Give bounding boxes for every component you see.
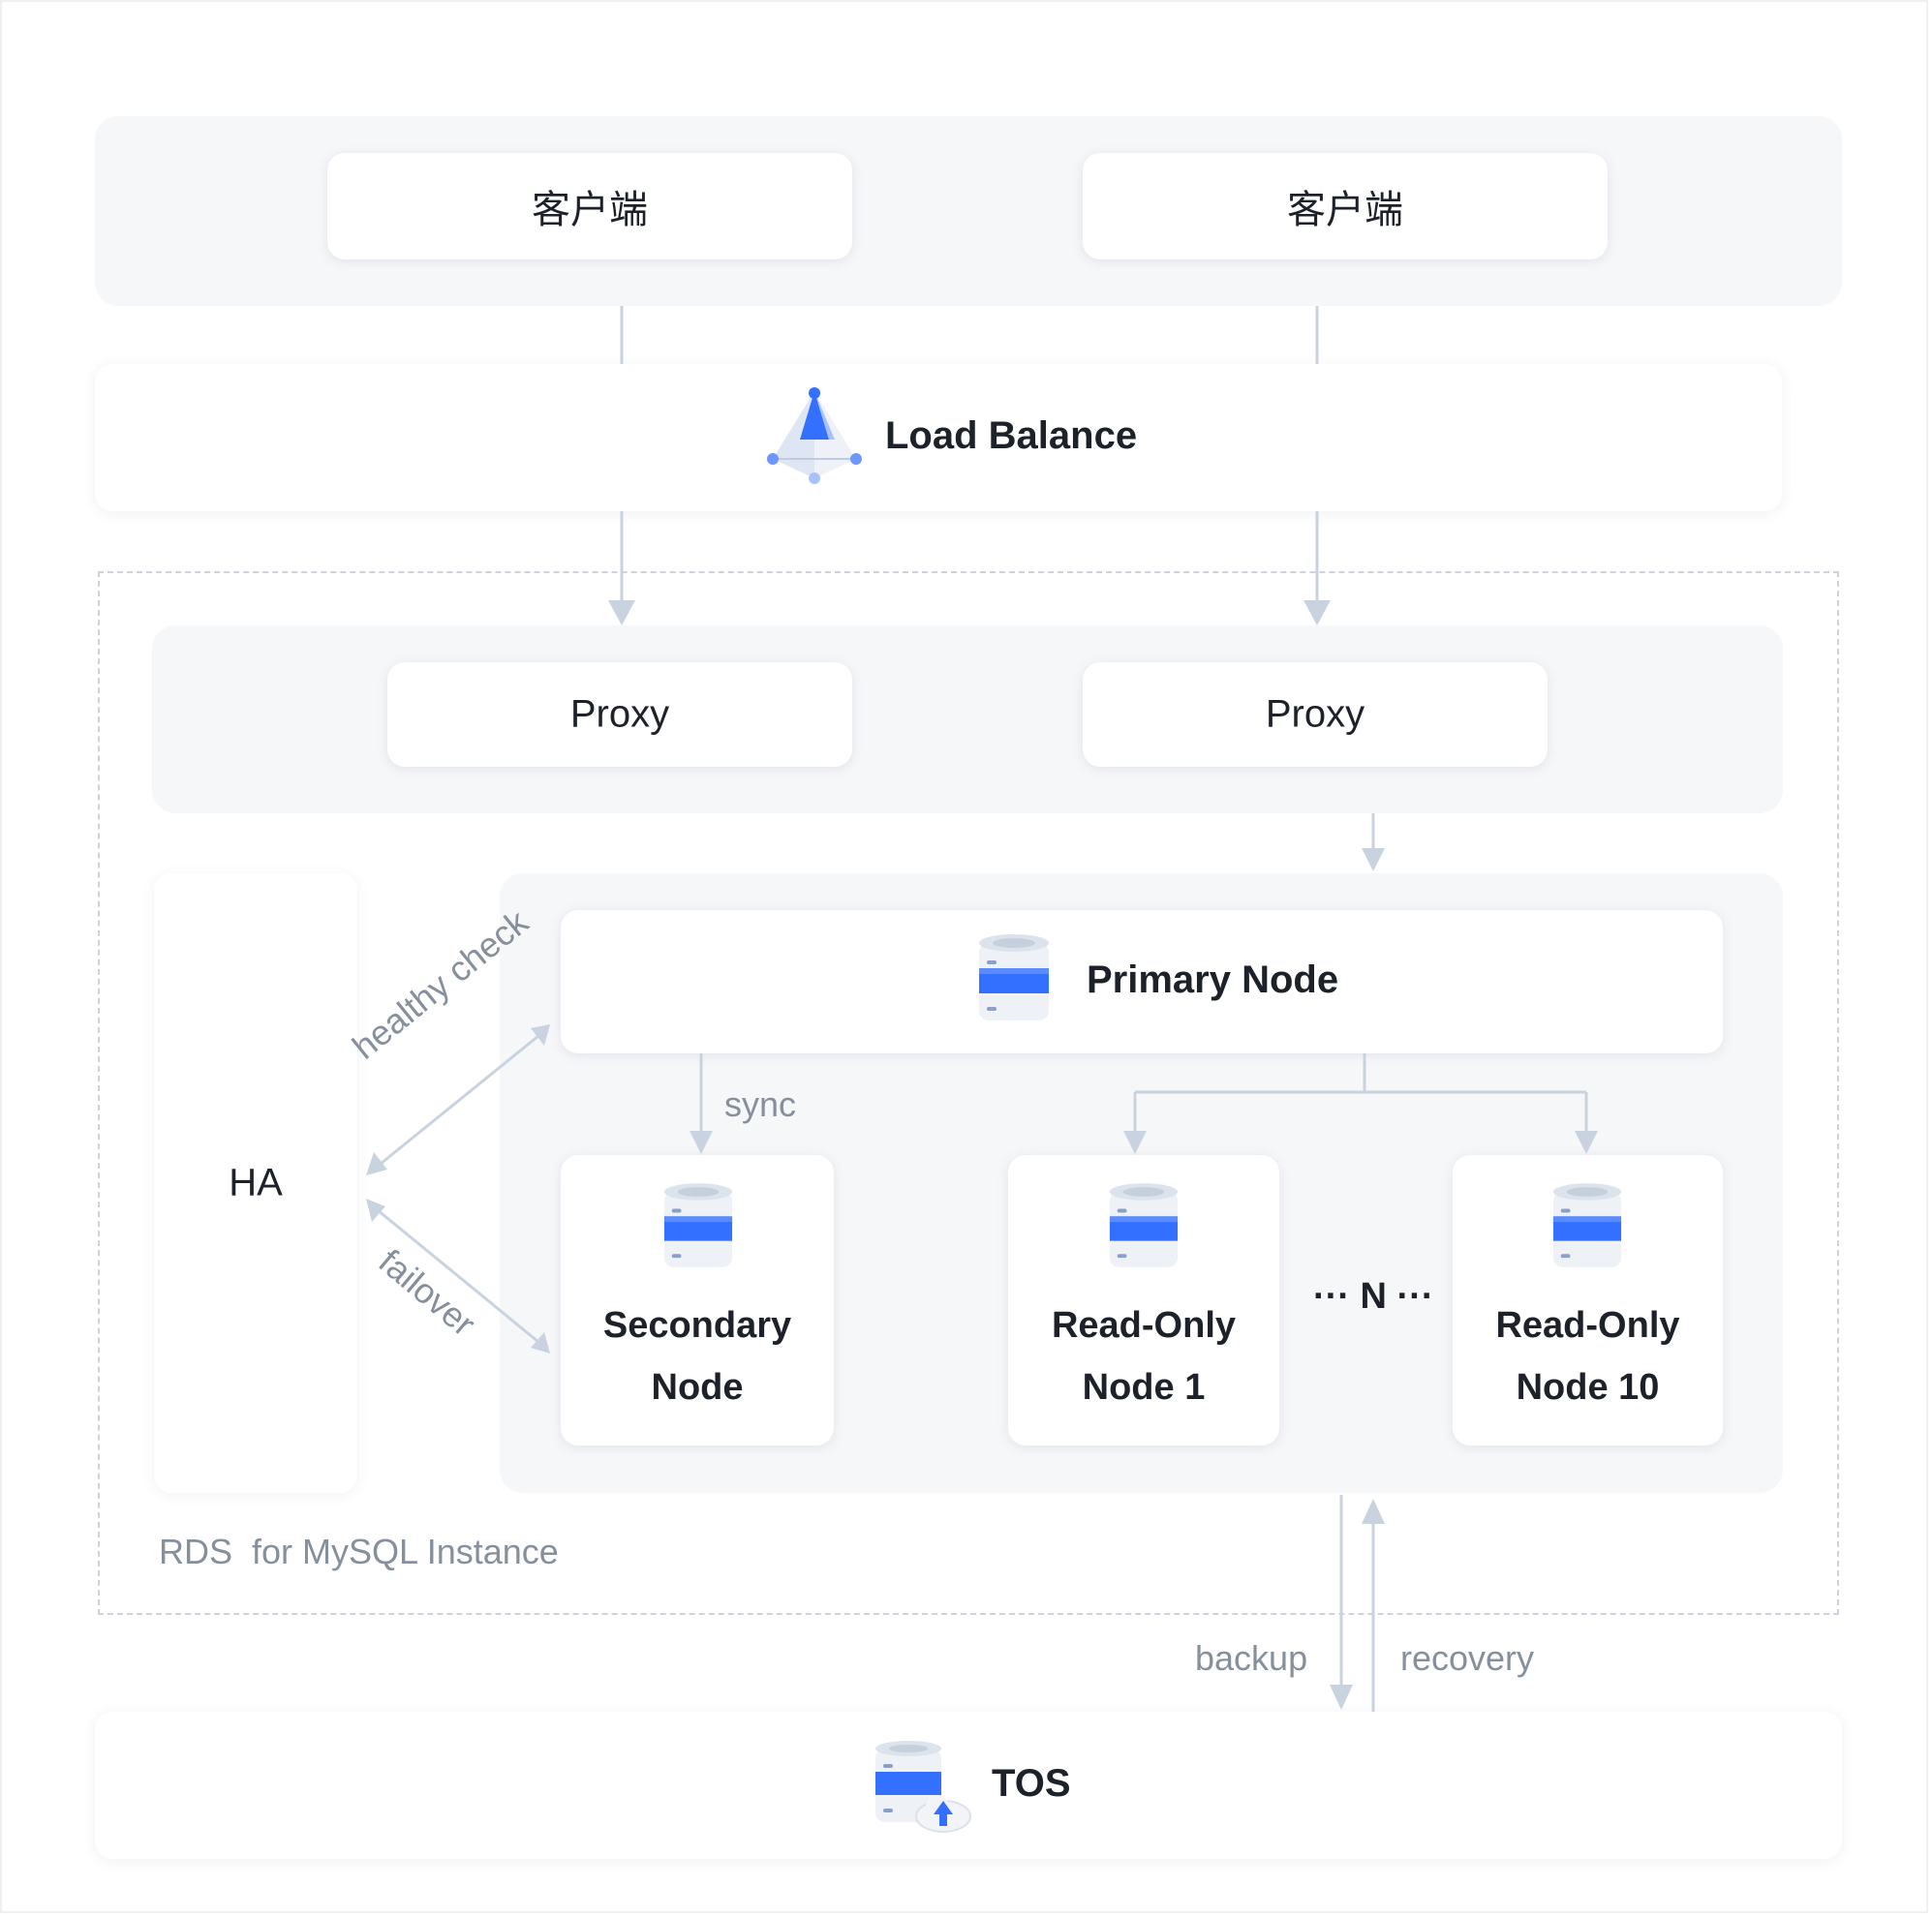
proxy-label-2: Proxy bbox=[1265, 692, 1365, 736]
readonly-node-10-label-line2: Node 10 bbox=[1516, 1367, 1660, 1408]
database-icon bbox=[1552, 1183, 1622, 1267]
readonly-node-10-label-line1: Read-Only bbox=[1495, 1305, 1680, 1346]
readonly-node-1-box: Read-Only Node 1 bbox=[1008, 1155, 1279, 1445]
client-label-1: 客户端 bbox=[532, 189, 648, 231]
readonly-node-10-box: Read-Only Node 10 bbox=[1453, 1155, 1723, 1445]
cloud-database-icon bbox=[875, 1741, 971, 1833]
primary-to-readonly-connector bbox=[1133, 1053, 1588, 1135]
client-label-2: 客户端 bbox=[1287, 189, 1403, 231]
tos-label: TOS bbox=[992, 1762, 1071, 1805]
client-box-2: 客户端 bbox=[1083, 153, 1608, 259]
client-box-1: 客户端 bbox=[327, 153, 852, 259]
database-icon bbox=[979, 934, 1049, 1020]
primary-node-label: Primary Node bbox=[1087, 958, 1339, 1001]
ellipsis-n: ··· N ··· bbox=[1313, 1276, 1434, 1317]
proxy-box-1: Proxy bbox=[387, 662, 852, 767]
pyramid-icon bbox=[767, 387, 862, 484]
secondary-node-box: Secondary Node bbox=[561, 1155, 834, 1445]
rds-instance-boundary bbox=[98, 571, 1839, 1615]
healthy-check-arrow bbox=[380, 1034, 539, 1166]
sync-label: sync bbox=[724, 1084, 797, 1124]
secondary-node-label-line2: Node bbox=[651, 1367, 744, 1408]
database-icon bbox=[1109, 1183, 1179, 1267]
readonly-node-1-label-line2: Node 1 bbox=[1082, 1367, 1206, 1408]
tos-box: TOS bbox=[95, 1712, 1842, 1859]
database-icon bbox=[663, 1183, 733, 1267]
ha-label: HA bbox=[229, 1161, 283, 1204]
readonly-node-1-label-line1: Read-Only bbox=[1051, 1305, 1237, 1346]
recovery-label: recovery bbox=[1400, 1638, 1535, 1678]
ha-box: HA bbox=[154, 873, 357, 1493]
backup-label: backup bbox=[1195, 1638, 1308, 1678]
proxy-label-1: Proxy bbox=[569, 692, 670, 736]
rds-instance-label: RDS for MySQL Instance bbox=[159, 1532, 559, 1571]
proxy-box-2: Proxy bbox=[1083, 662, 1548, 767]
load-balance-label: Load Balance bbox=[885, 414, 1138, 457]
failover-arrow bbox=[377, 1208, 539, 1344]
secondary-node-label-line1: Secondary bbox=[602, 1305, 792, 1346]
primary-node-box: Primary Node bbox=[561, 910, 1723, 1053]
load-balance-box: Load Balance bbox=[95, 364, 1782, 511]
